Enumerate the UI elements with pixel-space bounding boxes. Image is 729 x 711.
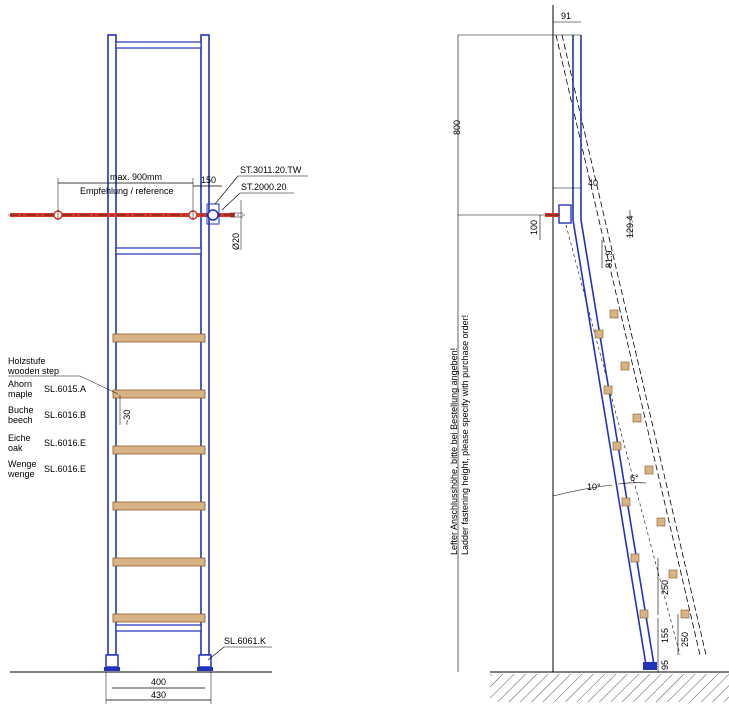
side-view: 91 800 40 100 129.4 81.9 10° 6° 250 250 … — [449, 5, 729, 702]
wood-type-de: Eiche — [8, 433, 31, 443]
fastening-note-en: Ladder fastening height, please specify … — [460, 315, 470, 555]
side-step — [621, 497, 631, 507]
width-outer-label: 430 — [151, 690, 166, 700]
wooden-step-label-de: Holzstufe — [8, 356, 46, 366]
wooden-step — [112, 501, 206, 511]
right-foot-pad — [197, 667, 213, 671]
side-foot — [643, 662, 657, 670]
side-step — [639, 609, 649, 619]
wooden-step-label-en: wooden step — [7, 366, 59, 376]
step-spacing-label: ~30 — [122, 410, 132, 425]
max-width-label: max. 900mm — [110, 172, 162, 182]
diameter-label: Ø20 — [231, 233, 241, 250]
dim-250-a-label: 250 — [660, 580, 670, 595]
wood-type-en: beech — [8, 415, 33, 425]
side-step-alt — [632, 413, 642, 423]
rod-bracket-clamp — [207, 209, 219, 221]
side-step-alt — [609, 309, 619, 319]
wood-type-code: SL.6016.B — [44, 410, 86, 420]
side-step-alt — [680, 609, 690, 619]
width-inner-label: 400 — [151, 677, 166, 687]
dim-40-label: 40 — [588, 178, 598, 188]
wooden-step — [112, 445, 206, 455]
side-step — [594, 329, 604, 339]
wooden-step — [112, 613, 206, 623]
wood-type-list: Ahorn maple SL.6015.A Buche beech SL.601… — [7, 379, 86, 479]
fastening-note-de: Lefter Anschlusshöhe, bitte bei Bestellu… — [449, 348, 459, 555]
side-wooden-steps — [594, 309, 690, 619]
dim-800-label: 800 — [452, 120, 462, 135]
side-step — [612, 441, 622, 451]
top-metal-rung — [115, 41, 202, 49]
wall-bracket — [558, 204, 572, 224]
rod-bracket — [206, 203, 220, 225]
dim-95-label: 95 — [660, 660, 670, 670]
wood-type-en: maple — [8, 389, 33, 399]
wooden-step — [112, 333, 206, 343]
dim-91-label: 91 — [561, 11, 571, 21]
wooden-step — [112, 389, 206, 399]
angle-6-label: 6° — [630, 473, 639, 483]
dim-129-label: 129.4 — [625, 215, 635, 238]
side-step-alt — [620, 361, 630, 371]
left-foot-pad — [104, 667, 120, 671]
side-step-alt — [656, 517, 666, 527]
foot-leader — [207, 646, 225, 661]
right-foot — [198, 654, 212, 668]
dim-155-label: 155 — [660, 628, 670, 643]
leader-bracket — [214, 175, 239, 205]
ground-hatch — [490, 674, 729, 702]
part-ref-bracket: ST.3011.20.TW — [240, 165, 302, 175]
dim-100-label: 100 — [529, 220, 539, 235]
wooden-steps — [112, 333, 206, 623]
dim-250-b-label: 250 — [680, 632, 690, 647]
alt-position-2 — [561, 34, 707, 656]
side-step-alt — [668, 569, 678, 579]
wood-type-code: SL.6016.E — [44, 464, 86, 474]
side-step — [630, 553, 640, 563]
angle-arc-6 — [617, 482, 647, 485]
wood-type-en: oak — [8, 443, 23, 453]
wood-type-de: Ahorn — [8, 379, 32, 389]
angle-arc-10 — [552, 484, 613, 497]
offset-150-label: 150 — [201, 175, 216, 185]
wood-type-code: SL.6016.E — [44, 438, 86, 448]
front-view: max. 900mm Empfehlung / reference 150 ST… — [7, 34, 308, 704]
leader-rod-holder — [221, 192, 241, 211]
side-step — [603, 385, 613, 395]
wood-type-en: wenge — [7, 469, 35, 479]
alt-position-1 — [555, 34, 701, 656]
angle-10-label: 10° — [587, 482, 601, 492]
side-step-alt — [644, 465, 654, 475]
bottom-metal-rung — [115, 624, 202, 632]
reference-label: Empfehlung / reference — [80, 186, 174, 196]
wood-type-de: Wenge — [8, 459, 36, 469]
wooden-step-leader-2 — [79, 375, 119, 395]
wooden-step — [112, 557, 206, 567]
part-ref-rod-holder: ST.2000.20 — [241, 182, 287, 192]
upper-metal-rung — [115, 247, 202, 255]
wood-type-code: SL.6015.A — [44, 384, 86, 394]
wood-type-de: Buche — [8, 405, 34, 415]
left-foot — [105, 654, 119, 668]
dim-81-label: 81.9 — [604, 250, 614, 268]
part-ref-foot: SL.6061.K — [224, 636, 266, 646]
side-rail-slanted-a — [572, 219, 647, 666]
